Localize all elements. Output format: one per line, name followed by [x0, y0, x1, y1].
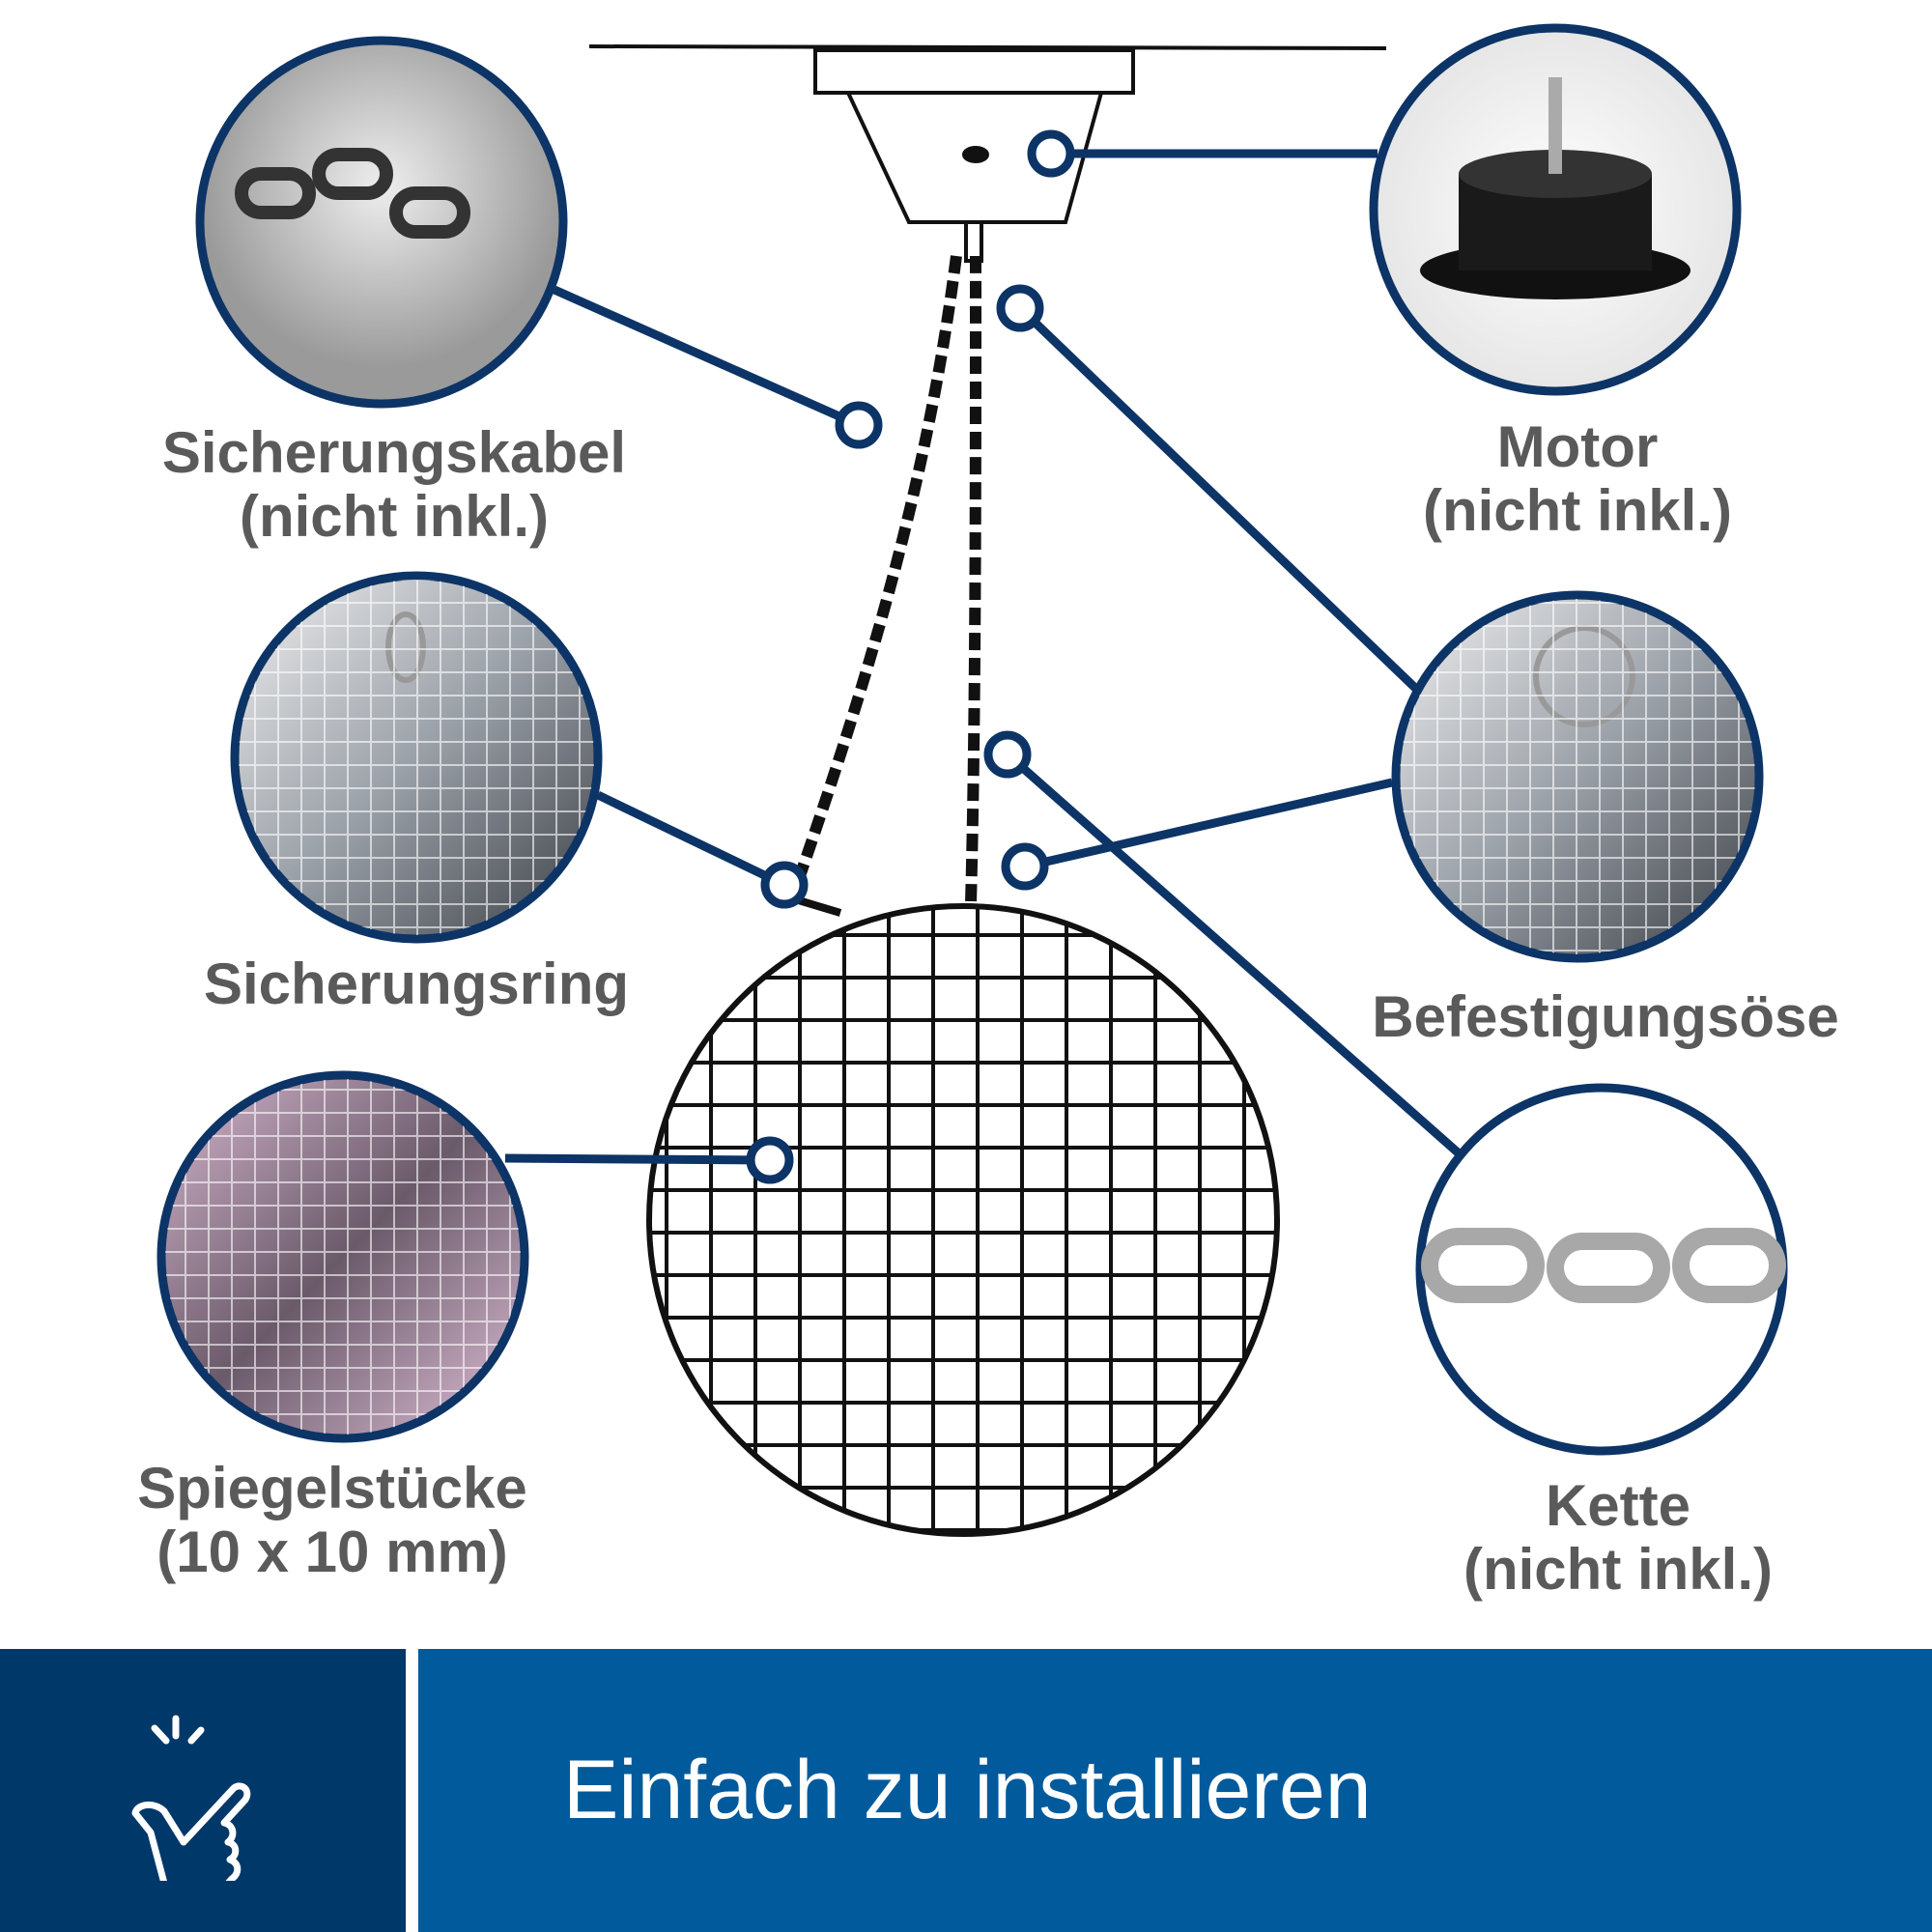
marker-dot [760, 861, 809, 909]
connector-lines [504, 129, 1461, 1184]
mirror-tiles-overlay [165, 1079, 521, 1435]
marker-dot [835, 401, 883, 449]
disco-ball-diagram [156, 23, 1788, 1537]
mirror-tiles-overlay [239, 580, 594, 935]
label-safety-ring: Sicherungsring [203, 952, 630, 1016]
chain-links-icon [1421, 1228, 1786, 1303]
chain-photo [1415, 1083, 1788, 1456]
label-mirror-pieces: Spiegelstücke(10 x 10 mm) [137, 1456, 527, 1584]
marker-dot [983, 730, 1032, 779]
chain-link-icon [235, 148, 470, 239]
ceiling-motor-drawing [588, 44, 1387, 263]
marker-dot [1001, 842, 1049, 891]
banner-text: Einfach zu installieren [563, 1744, 1372, 1836]
label-mounting-eye: Befestigungsöse [1372, 984, 1839, 1049]
banner-icon-panel [0, 1649, 406, 1932]
finger-snap-icon [131, 1715, 251, 1881]
label-safety-cable: Sicherungskabel(nicht inkl.) [161, 420, 627, 549]
chain-drawing [786, 255, 981, 917]
banner: Einfach zu installieren [418, 1649, 1932, 1932]
marker-dot [996, 284, 1044, 332]
safety-cable-photo [195, 36, 568, 409]
disco-ball-drawing [646, 903, 1280, 1537]
motor-icon [1420, 77, 1690, 299]
marker-dot [1027, 129, 1075, 178]
marker-dot [746, 1136, 794, 1184]
label-chain: Kette(nicht inkl.) [1463, 1473, 1773, 1602]
label-motor: Motor(nicht inkl.) [1423, 414, 1732, 543]
mirror-tiles-overlay [1400, 599, 1755, 954]
